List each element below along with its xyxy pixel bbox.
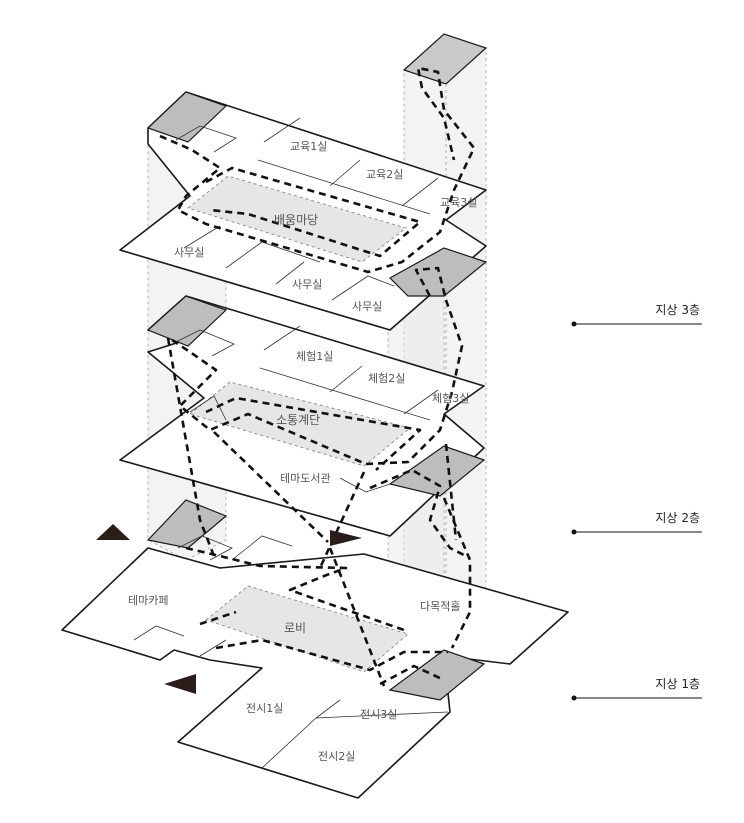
room-label-experience-1: 체험1실 xyxy=(296,350,333,363)
room-label-exhibition-1: 전시1실 xyxy=(246,702,283,715)
labels-3f: 교육1실 교육2실 교육3실 배움마당 사무실 사무실 사무실 xyxy=(174,140,477,313)
entrance-arrow-icon-lower xyxy=(164,674,196,694)
floor-level-3f: 지상 3층 xyxy=(571,303,702,327)
labels-2f: 체험1실 체험2실 체험3실 소통계단 테마도서관 xyxy=(276,350,469,485)
floor-label-2f: 지상 2층 xyxy=(655,511,700,525)
room-label-office-3: 사무실 xyxy=(352,300,382,313)
room-label-learning-yard: 배움마당 xyxy=(274,213,318,227)
room-label-education-1: 교육1실 xyxy=(290,140,327,153)
stair-path-vertical xyxy=(166,337,472,687)
room-label-communication-stairs: 소통계단 xyxy=(276,413,320,427)
entrance-arrow-icon-left xyxy=(96,524,130,540)
entrance-arrow-icon-middle xyxy=(330,530,362,546)
floor-plate-1f xyxy=(61,499,569,799)
room-label-experience-2: 체험2실 xyxy=(368,372,405,385)
room-label-education-2: 교육2실 xyxy=(366,168,403,181)
labels-1f: 테마카페 로비 다목적홀 전시1실 전시3실 전시2실 xyxy=(128,594,460,763)
floor-label-3f: 지상 3층 xyxy=(655,303,700,317)
room-label-exhibition-2: 전시2실 xyxy=(318,750,355,763)
room-label-office-2: 사무실 xyxy=(292,278,322,291)
floor-level-1f: 지상 1층 xyxy=(571,677,702,701)
floor-plate-2f xyxy=(119,266,486,560)
floor-level-2f: 지상 2층 xyxy=(571,511,702,535)
room-label-theme-library: 테마도서관 xyxy=(280,472,331,485)
room-label-experience-3: 체험3실 xyxy=(432,392,469,405)
room-label-theme-cafe: 테마카페 xyxy=(128,594,168,607)
floor-label-1f: 지상 1층 xyxy=(655,677,700,691)
room-label-exhibition-3: 전시3실 xyxy=(360,708,397,721)
entrance-arrows xyxy=(96,524,362,694)
room-label-multipurpose-hall: 다목적홀 xyxy=(420,600,460,613)
room-label-education-3: 교육3실 xyxy=(440,196,477,209)
room-label-lobby: 로비 xyxy=(284,621,306,635)
room-label-office-1: 사무실 xyxy=(174,246,204,259)
